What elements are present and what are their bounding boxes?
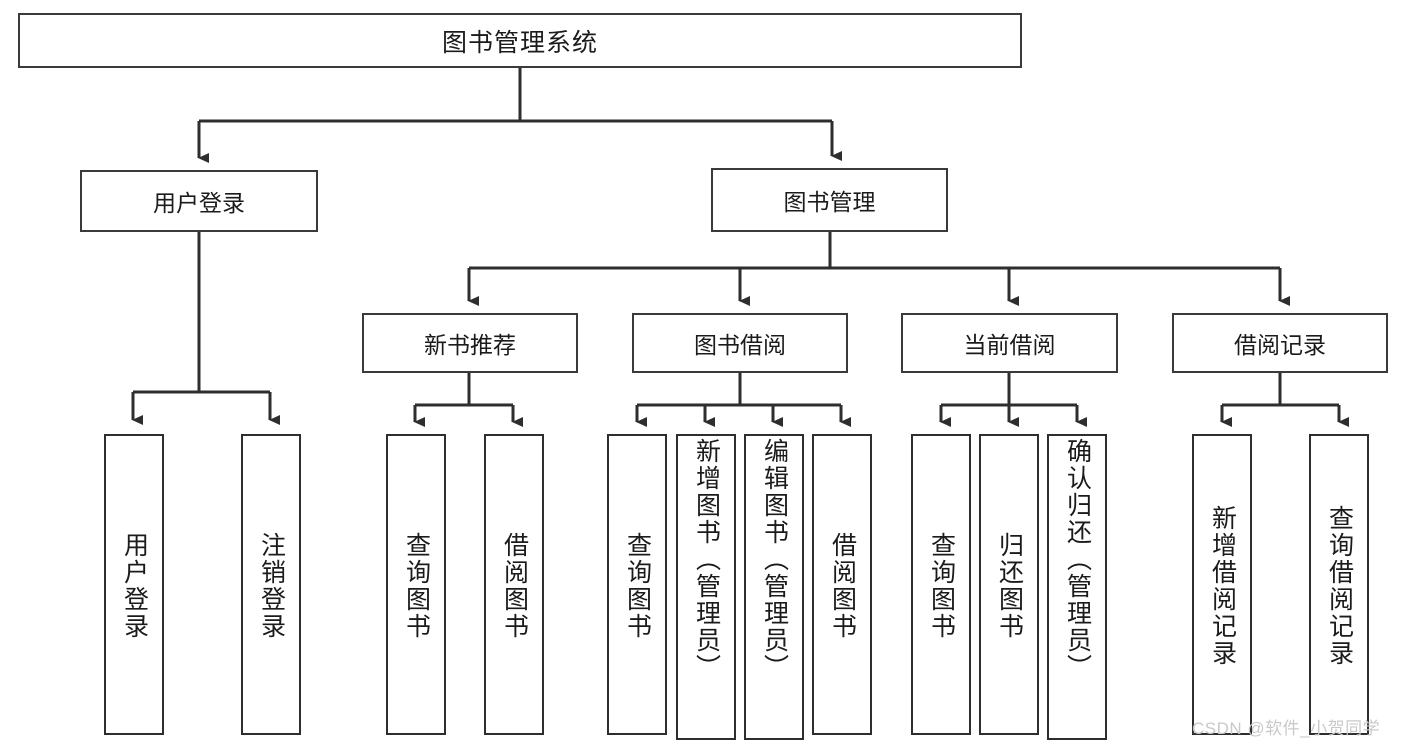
leaf-confirm-return-admin[interactable]: 确认归还（管理员）	[1047, 434, 1107, 740]
node-label: 图书借阅	[694, 332, 786, 358]
node-new-book-recommend[interactable]: 新书推荐	[362, 313, 578, 373]
leaf-label: 编辑图书（管理员）	[760, 438, 789, 681]
leaf-label: 确认归还（管理员）	[1063, 438, 1092, 681]
node-label: 新书推荐	[424, 332, 516, 358]
leaf-logout[interactable]: 注销登录	[241, 434, 301, 735]
csdn-watermark: CSDN @软件_小贺同学	[1192, 719, 1381, 738]
node-borrow-record[interactable]: 借阅记录	[1172, 313, 1388, 373]
leaf-label: 用户登录	[120, 531, 149, 640]
leaf-query-book-recommend[interactable]: 查询图书	[386, 434, 446, 735]
node-label: 图书管理系统	[441, 28, 598, 57]
leaf-add-book-admin[interactable]: 新增图书（管理员）	[676, 434, 736, 740]
leaf-label: 新增图书（管理员）	[692, 438, 721, 681]
leaf-label: 查询图书	[927, 531, 956, 640]
leaf-return-book[interactable]: 归还图书	[979, 434, 1039, 735]
leaf-borrow-book-recommend[interactable]: 借阅图书	[484, 434, 544, 735]
leaf-query-book-borrow[interactable]: 查询图书	[607, 434, 667, 735]
leaf-label: 查询图书	[402, 531, 431, 640]
node-label: 图书管理	[783, 189, 876, 215]
node-current-borrow[interactable]: 当前借阅	[901, 313, 1118, 373]
node-book-management[interactable]: 图书管理	[711, 168, 948, 232]
leaf-label: 注销登录	[257, 531, 286, 640]
leaf-edit-book-admin[interactable]: 编辑图书（管理员）	[744, 434, 804, 740]
node-root-system[interactable]: 图书管理系统	[18, 13, 1022, 68]
leaf-label: 归还图书	[995, 531, 1024, 640]
leaf-add-borrow-record[interactable]: 新增借阅记录	[1192, 434, 1252, 735]
node-label: 借阅记录	[1234, 332, 1326, 358]
node-label: 用户登录	[153, 190, 245, 216]
node-user-login[interactable]: 用户登录	[80, 170, 318, 232]
leaf-label: 借阅图书	[828, 531, 857, 640]
leaf-user-login[interactable]: 用户登录	[104, 434, 164, 735]
leaf-label: 查询图书	[623, 531, 652, 640]
leaf-label: 新增借阅记录	[1208, 504, 1237, 667]
leaf-query-borrow-record[interactable]: 查询借阅记录	[1309, 434, 1369, 735]
node-book-borrow[interactable]: 图书借阅	[632, 313, 848, 373]
leaf-label: 借阅图书	[500, 531, 529, 640]
leaf-query-book-current[interactable]: 查询图书	[911, 434, 971, 735]
node-label: 当前借阅	[963, 332, 1056, 358]
leaf-borrow-book[interactable]: 借阅图书	[812, 434, 872, 735]
leaf-label: 查询借阅记录	[1325, 504, 1354, 667]
